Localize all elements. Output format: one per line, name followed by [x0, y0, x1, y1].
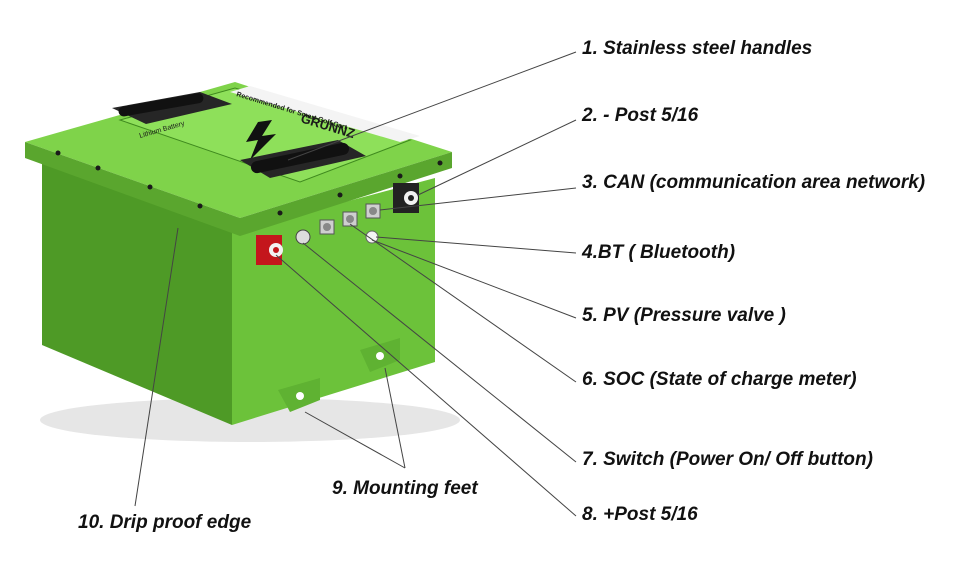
handle-left [112, 92, 232, 124]
screw [277, 210, 283, 216]
label-soc: 6. SOC (State of charge meter) [582, 369, 857, 390]
screw [337, 192, 343, 198]
mounting-foot-right [360, 338, 400, 372]
mounting-foot-left [278, 378, 320, 412]
label-feet: 9. Mounting feet [332, 478, 478, 499]
leader-handles [287, 51, 577, 161]
screw [437, 160, 443, 166]
leader-feet-a [304, 411, 406, 469]
handle-right [240, 140, 366, 178]
label-drip: 10. Drip proof edge [78, 512, 252, 533]
label-handles: 1. Stainless steel handles [582, 38, 813, 59]
ground-shadow [40, 398, 460, 442]
leader-pv [371, 239, 577, 319]
lid-screws [55, 150, 443, 216]
label-bt: 4.BT ( Bluetooth) [582, 242, 736, 263]
leader-drip [134, 227, 179, 507]
screw [397, 173, 403, 179]
soc-meter [295, 229, 311, 245]
screw [197, 203, 203, 209]
label-neg-post: 2. - Post 5/16 [582, 105, 699, 126]
leader-pos-post [275, 254, 577, 517]
leader-soc [349, 223, 577, 383]
label-pv: 5. PV (Pressure valve ) [582, 305, 786, 326]
screw [95, 165, 101, 171]
screw [55, 150, 61, 156]
can-connectors [319, 203, 381, 235]
lightning-icon [246, 120, 276, 160]
label-can: 3. CAN (communication area network) [582, 172, 926, 193]
label-pos-post: 8. +Post 5/16 [582, 504, 698, 525]
label-switch: 7. Switch (Power On/ Off button) [582, 449, 873, 470]
leader-switch [302, 242, 577, 463]
leader-neg-post [417, 119, 577, 196]
positive-post [256, 235, 283, 265]
leader-bt [375, 236, 577, 254]
body-left-face [42, 160, 232, 425]
leader-feet-b [384, 367, 406, 469]
lid-rim-left [25, 142, 240, 236]
screw [147, 184, 153, 190]
leader-lines [134, 51, 577, 517]
lid-rim-front [240, 152, 452, 236]
leader-can [379, 187, 577, 211]
